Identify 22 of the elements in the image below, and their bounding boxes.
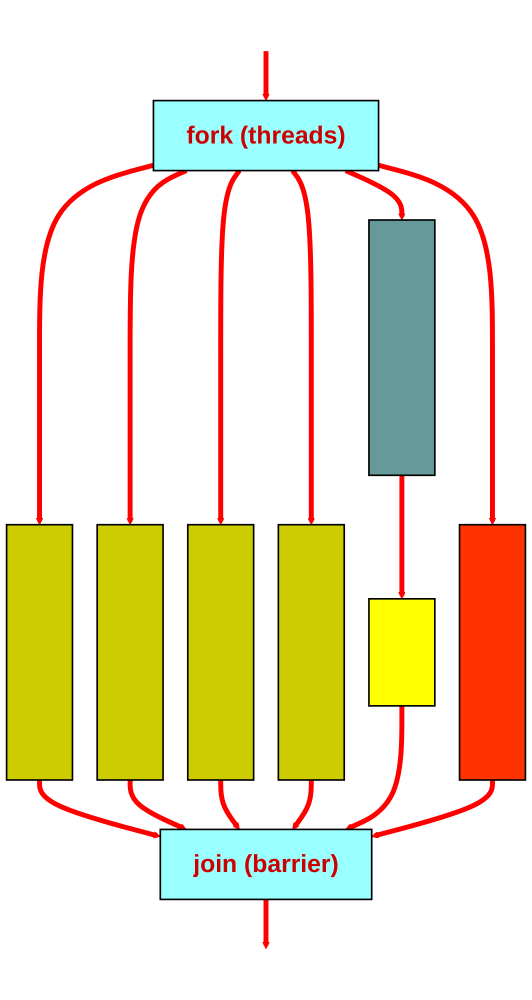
arrow: [37, 780, 161, 838]
arrow: [262, 899, 270, 950]
node-box: join (barrier): [159, 828, 373, 900]
node-bar: [278, 524, 346, 781]
arrow: [36, 162, 154, 526]
arrow: [378, 162, 496, 526]
node-box: [368, 598, 436, 707]
node-bar: [186, 524, 254, 781]
arrow: [371, 780, 495, 838]
arrow: [345, 706, 404, 830]
arrow: [290, 169, 315, 526]
node-bar: [6, 524, 74, 781]
arrow: [398, 475, 406, 600]
arrow: [128, 780, 187, 830]
node-bar: [96, 524, 164, 781]
arrow: [292, 780, 314, 830]
node-box: fork (threads): [152, 100, 380, 172]
arrow: [218, 780, 240, 830]
arrow: [262, 51, 270, 101]
node-bar: [458, 524, 526, 781]
node-bar: [368, 219, 436, 476]
arrow: [217, 169, 242, 526]
